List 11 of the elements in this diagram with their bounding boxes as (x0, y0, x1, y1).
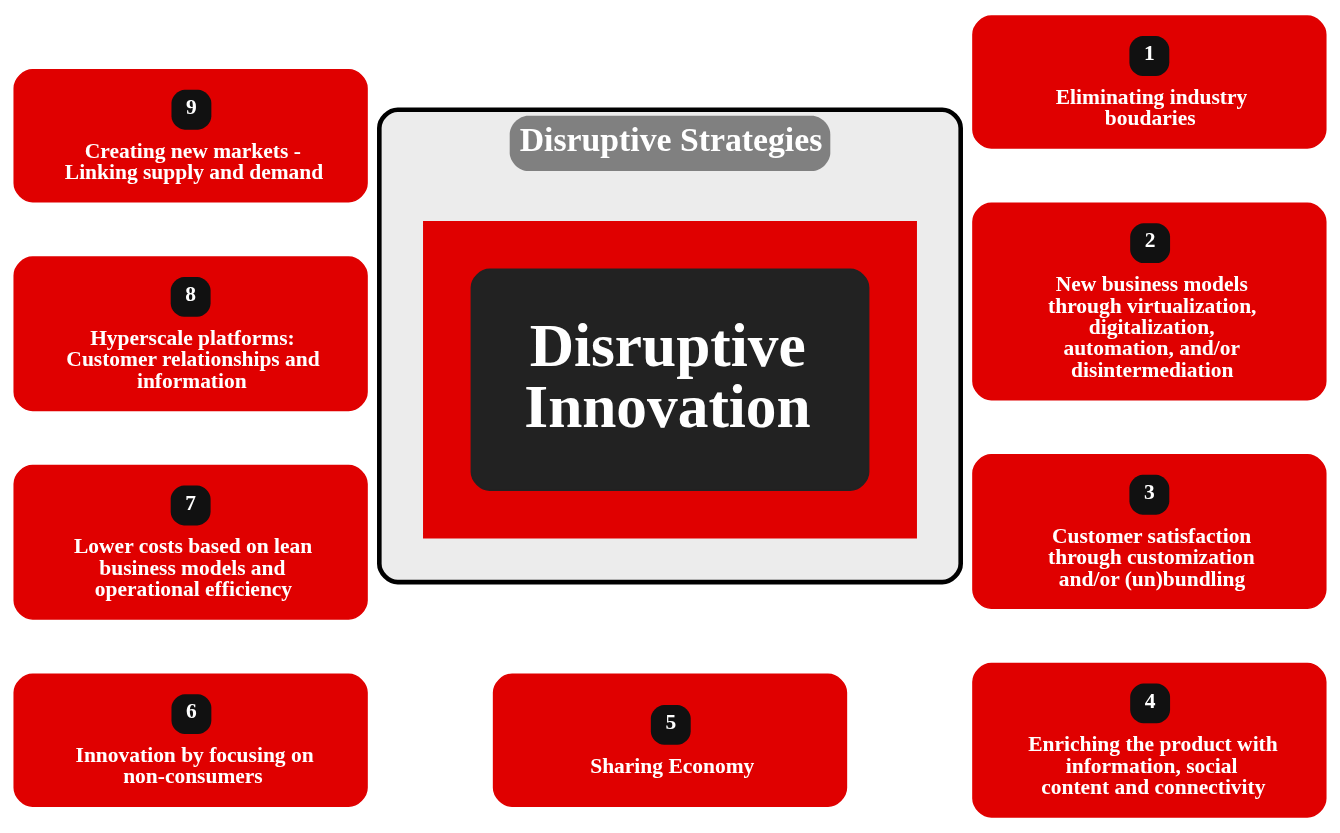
node-box: 9 Creating new markets - Linking supply and demand (13, 69, 368, 203)
node-box: 5 Sharing Economy (492, 673, 848, 807)
node-box: 1 Eliminating industry boudaries (972, 15, 1327, 149)
node-box: 2 New business models through virtualization, digitalization, automation, and/or disintermediation (972, 202, 1327, 401)
node-box: 8 Hyperscale platforms: Customer relationships and information (13, 256, 368, 412)
node-box: 4 Enriching the product with information, social content and connectivity (972, 662, 1327, 818)
node-box: 6 Innovation by focusing on non-consumers (13, 673, 368, 807)
node-box: 3 Customer satisfaction through customization and/or (un)bundling (972, 454, 1327, 609)
node-box: Disruptive Innovation (470, 268, 870, 491)
cluster (423, 220, 917, 539)
node-box: 7 Lower costs based on lean business models and operational efficiency (13, 464, 368, 620)
